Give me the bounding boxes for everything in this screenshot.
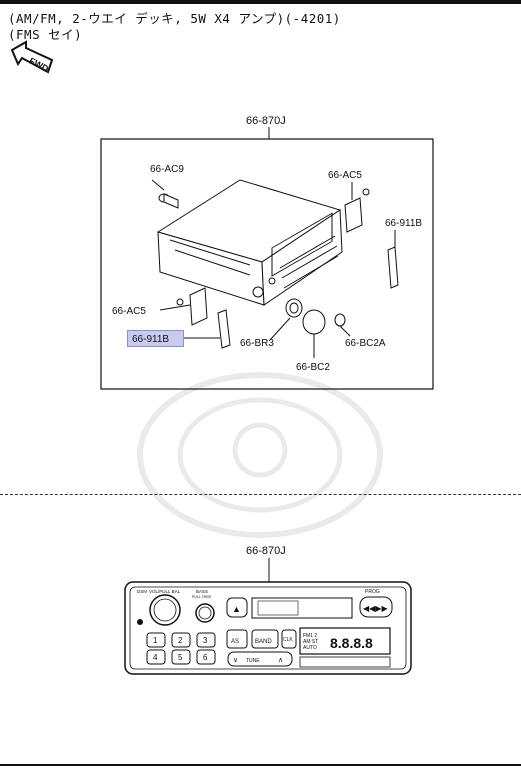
display-auto: AUTO [303, 645, 317, 651]
display-mode: AM ST [303, 639, 318, 645]
display-digits: 8.8.8.8 [330, 635, 373, 651]
part-br3-ring [285, 298, 303, 318]
label-911b-left[interactable]: 66-911B [132, 334, 169, 345]
as-button[interactable] [226, 629, 248, 649]
assembly-label-top: 66-870J [246, 115, 286, 127]
label-ac9: 66-AC9 [150, 164, 184, 175]
clk-label: CLK [283, 637, 293, 643]
preset-5-label: 5 [178, 653, 183, 662]
part-911b-left-panel [217, 309, 231, 349]
label-911b-left-box[interactable]: 66-911B [127, 330, 187, 347]
fwd-arrow-icon: FWD [10, 40, 54, 74]
header-line-1: (AM/FM, 2-ウエイ デッキ, 5W X4 アンプ)(-4201) [8, 11, 341, 26]
label-911b-right: 66-911B [385, 218, 422, 229]
preset-4-button[interactable] [146, 649, 166, 665]
preset-3-button[interactable] [196, 632, 216, 648]
bass-label: BASS [196, 589, 208, 594]
eject-icon: ▲ [232, 604, 241, 614]
label-ac5-top: 66-AC5 [328, 170, 362, 181]
band-label: BAND [255, 639, 272, 645]
label-br3: 66-BR3 [240, 338, 274, 349]
part-ac5-top-bracket [344, 188, 370, 233]
radio-chassis [156, 179, 343, 306]
label-bc2: 66-BC2 [296, 362, 330, 373]
tune-down-icon[interactable]: ∨ [233, 657, 238, 664]
vol-label: VOL/PULL BAL [149, 589, 181, 594]
part-bc2-knob [302, 309, 326, 335]
lower-display-bar [299, 656, 391, 668]
tune-rocker[interactable] [227, 651, 293, 667]
part-bc2a-cap [334, 313, 346, 327]
ff-rew-button[interactable] [359, 596, 393, 618]
preset-6-label: 6 [203, 653, 208, 662]
highlight-911b-left [127, 330, 184, 347]
preset-2-button[interactable] [171, 632, 191, 648]
clk-button[interactable] [281, 629, 297, 649]
preset-1-label: 1 [153, 636, 158, 645]
prog-label: PROG [365, 589, 380, 595]
eject-button[interactable] [226, 597, 248, 618]
watermark-emblem-icon [137, 372, 383, 538]
preset-2-label: 2 [178, 636, 183, 645]
as-label: AS [231, 639, 239, 645]
preset-5-button[interactable] [171, 649, 191, 665]
exploded-view-diagram: 66-870J 66-AC9 66-AC5 66-911B 66-AC5 [100, 115, 434, 390]
bass-sub-label: PULL TREB [192, 595, 212, 599]
preset-3-label: 3 [203, 636, 208, 645]
bottom-border [0, 764, 521, 766]
header-line-2: (FMS セイ) [8, 27, 83, 42]
assembly-label-front: 66-870J [246, 545, 286, 557]
preset-buttons: 1 2 3 4 5 6 [146, 632, 216, 665]
band-button[interactable] [251, 629, 279, 649]
front-view-diagram: 66-870J DSM VOL/PULL BAL BASS PULL TREB … [124, 545, 412, 675]
cassette-slot [251, 597, 353, 619]
label-bc2a: 66-BC2A [345, 338, 386, 349]
top-border [0, 0, 521, 4]
section-divider [0, 494, 521, 495]
exploded-frame [100, 138, 434, 390]
tune-up-icon[interactable]: ∧ [278, 657, 283, 664]
display-band: FM1 2 [303, 633, 317, 639]
preset-1-button[interactable] [146, 632, 166, 648]
part-911b-right-panel [387, 246, 399, 289]
part-ac5-left-bracket [176, 287, 208, 326]
dsm-label: DSM [137, 589, 147, 594]
preset-6-button[interactable] [196, 649, 216, 665]
preset-4-label: 4 [153, 653, 158, 662]
label-ac5-left: 66-AC5 [112, 306, 146, 317]
tune-label: TUNE [246, 658, 260, 664]
lcd-display [299, 627, 391, 655]
ff-rew-icon: ◀◀▶▶ [363, 604, 388, 613]
volume-knob[interactable] [149, 594, 181, 626]
power-icon[interactable] [137, 619, 143, 625]
part-ac9-bolt [151, 179, 179, 209]
